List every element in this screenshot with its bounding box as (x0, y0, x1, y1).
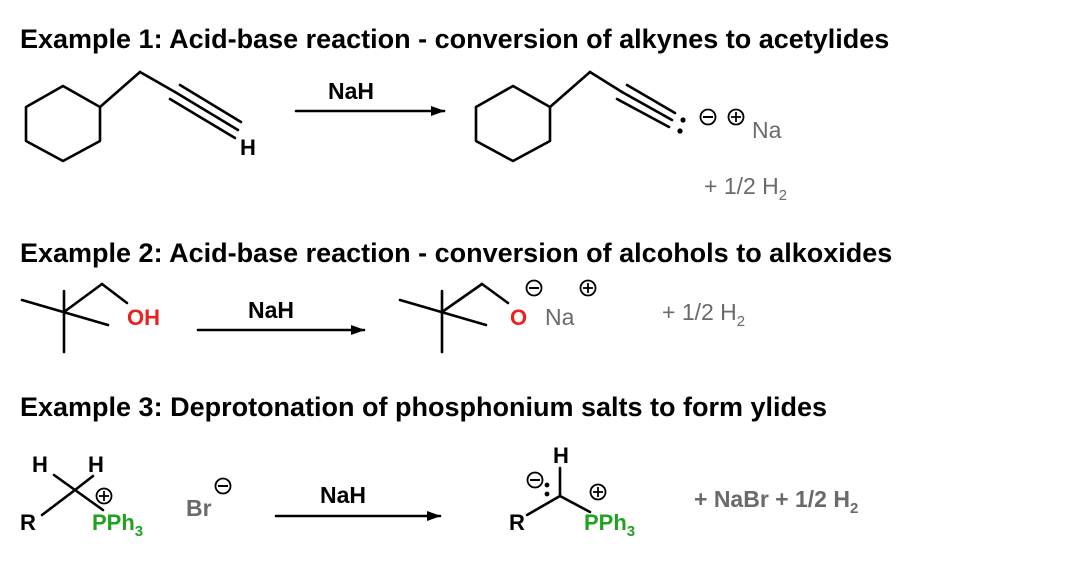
example-3-title: Example 3: Deprotonation of phosphonium … (20, 392, 827, 422)
example-2-hydroxyl: OH (127, 305, 160, 330)
example-2-product: O Na (398, 279, 597, 354)
example-2-title: Example 2: Acid-base reaction - conversi… (20, 238, 892, 268)
example-3-product-r-group: R (509, 510, 525, 535)
example-3-r-group: R (20, 510, 36, 535)
minus-charge-icon (214, 477, 232, 495)
example-2-oxygen: O (510, 305, 527, 330)
example-3-phosphonium: PPh3 (92, 510, 143, 540)
example-1-reagent: NaH (328, 78, 374, 104)
example-2-reactant: OH (20, 282, 160, 354)
example-1-counterion: Na (752, 117, 782, 143)
example-3-hydrogen-1: H (32, 452, 48, 477)
minus-charge-icon (699, 108, 717, 126)
example-1-byproduct: + 1/2 H2 (704, 173, 787, 204)
example-3-reagent: NaH (320, 482, 366, 508)
example-2-reagent: NaH (248, 297, 294, 323)
example-1-reactant: H (24, 70, 256, 163)
example-2-byproduct: + 1/2 H2 (662, 299, 745, 330)
example-1-hydrogen: H (240, 135, 256, 160)
plus-charge-icon (589, 483, 607, 501)
example-3-product-hydrogen: H (553, 443, 569, 468)
example-3-product: H R PPh3 (509, 443, 635, 540)
example-1-product: Na (474, 70, 782, 163)
example-3-counterion: Br (186, 495, 212, 521)
example-2-counterion: Na (545, 304, 575, 330)
minus-charge-icon (526, 471, 544, 489)
minus-charge-icon (525, 279, 543, 297)
plus-charge-icon (95, 487, 113, 505)
example-3-byproduct: + NaBr + 1/2 H2 (694, 486, 858, 517)
plus-charge-icon (579, 279, 597, 297)
example-1-title: Example 1: Acid-base reaction - conversi… (20, 24, 889, 54)
example-3-hydrogen-2: H (88, 452, 104, 477)
plus-charge-icon (727, 108, 745, 126)
example-3-product-phosphonium: PPh3 (584, 510, 635, 540)
example-3-reactant: H H R PPh3 Br (20, 452, 232, 540)
lone-pair-icon (677, 117, 686, 134)
lone-pair-icon (544, 482, 550, 497)
